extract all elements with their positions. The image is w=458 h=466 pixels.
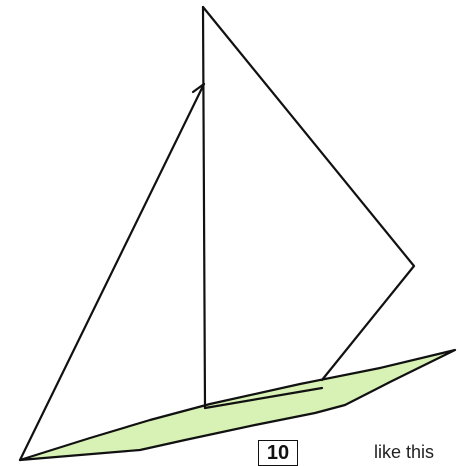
jib-sail [20,84,204,460]
mast [203,7,205,408]
caption-text: like this [374,441,434,463]
step-number-box: 10 [258,440,298,466]
mainsail [203,7,414,380]
